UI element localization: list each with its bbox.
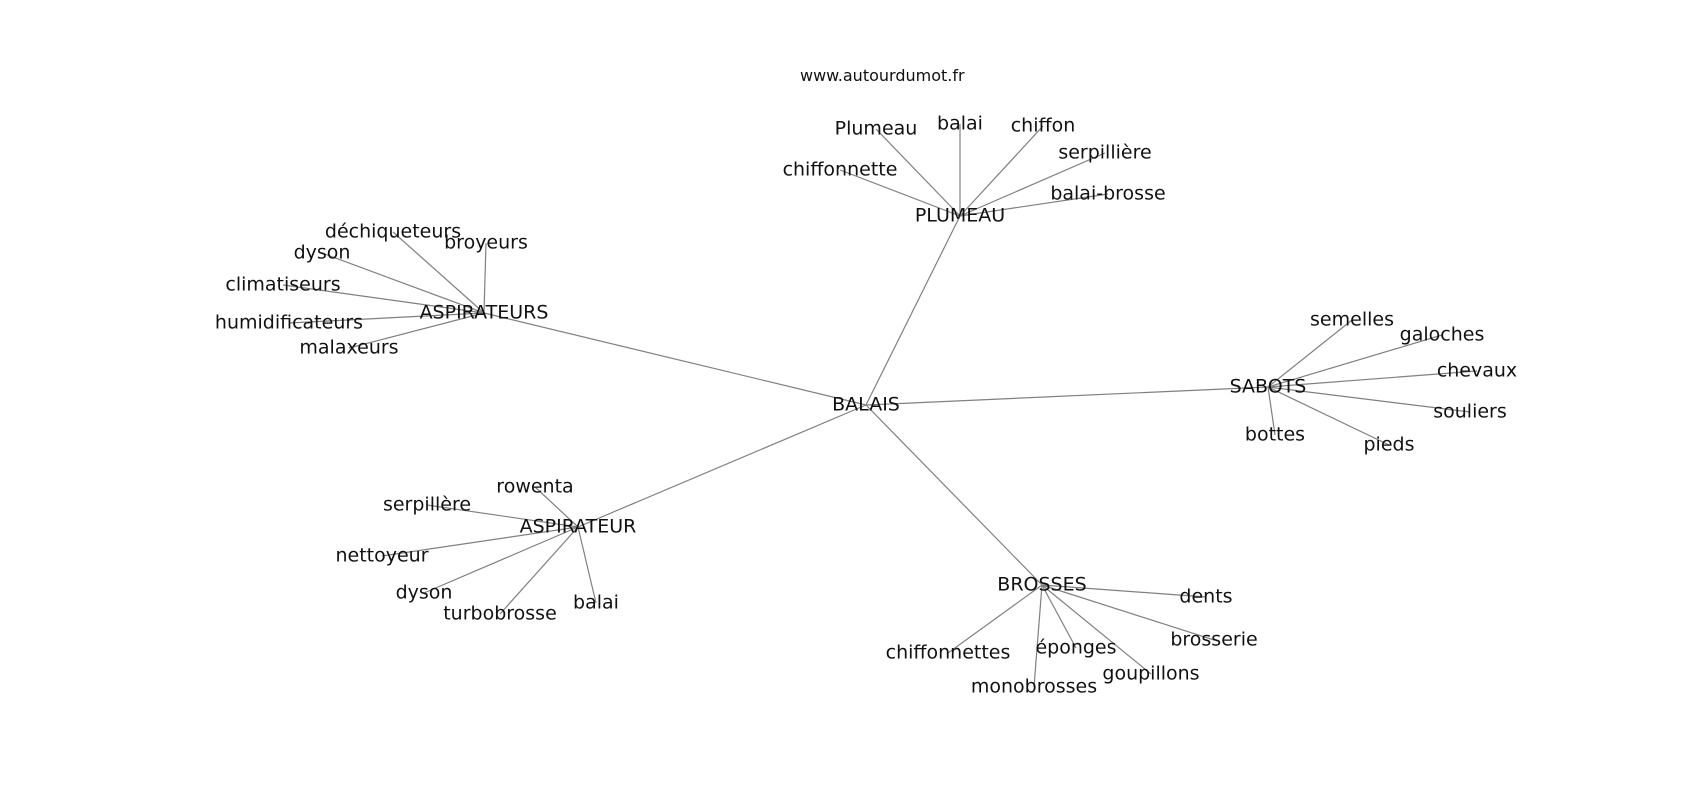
edge-hub-leaf (499, 526, 579, 615)
leaf-node-label: serpillière (1058, 142, 1151, 164)
edge-hub-leaf (423, 526, 579, 594)
edge-hub-leaf (959, 125, 1044, 217)
edge-hub-leaf (1041, 584, 1152, 675)
edge-hub-leaf (381, 526, 579, 557)
leaf-node-label: chiffonnette (783, 159, 898, 181)
edge-hub-leaf (1267, 334, 1443, 388)
leaf-node-label: galoches (1400, 324, 1485, 346)
edge-hub-leaf (534, 486, 579, 528)
edge-hub-leaf (959, 193, 1109, 217)
edge-hub-leaf (321, 252, 485, 314)
edge-hub-leaf (1041, 584, 1077, 649)
edge-root-hub (865, 215, 961, 406)
leaf-node-label: serpillère (383, 494, 471, 516)
edge-hub-leaf (839, 169, 961, 217)
leaf-node-label: semelles (1310, 309, 1394, 331)
edge-hub-leaf (1033, 584, 1043, 688)
edge-hub-leaf (483, 242, 487, 314)
hub-node-label: SABOTS (1230, 376, 1307, 398)
edge-hub-leaf (1041, 584, 1215, 641)
leaf-node-label: chevaux (1437, 360, 1517, 382)
leaf-node-label: turbobrosse (443, 603, 557, 625)
leaf-node-label: balai-brosse (1050, 183, 1165, 205)
leaf-node-label: déchiqueteurs (325, 221, 461, 243)
edge-hub-leaf (1041, 584, 1207, 598)
leaf-node-label: chiffonnettes (886, 642, 1011, 664)
edge-hub-leaf (947, 584, 1043, 654)
leaf-node-label: dyson (294, 242, 351, 264)
edge-hub-leaf (288, 312, 485, 324)
leaf-node-label: balai (573, 592, 619, 614)
edge-root-hub (865, 404, 1043, 586)
leaf-node-label: éponges (1035, 637, 1116, 659)
edge-hub-leaf (282, 284, 485, 314)
leaf-node-label: balai (937, 113, 983, 135)
edge-hub-leaf (392, 231, 485, 314)
edge-hub-leaf (1267, 370, 1478, 388)
leaf-node-label: broyeurs (444, 232, 528, 254)
edge-root-hub (483, 312, 867, 406)
leaf-node-label: rowenta (496, 476, 573, 498)
leaf-node-label: goupillons (1102, 663, 1199, 685)
leaf-node-label: souliers (1433, 401, 1507, 423)
edge-hub-leaf (426, 504, 579, 528)
leaf-node-label: dents (1179, 586, 1232, 608)
hub-node-label: PLUMEAU (915, 205, 1005, 227)
edge-hub-leaf (959, 152, 1106, 217)
graph-edges (282, 124, 1478, 688)
edge-hub-leaf (348, 312, 485, 349)
site-credit: www.autourdumot.fr (800, 66, 965, 85)
leaf-node-label: nettoyeur (335, 545, 428, 567)
leaf-node-label: Plumeau (835, 118, 918, 140)
graph-nodes: BALAIS PLUMEAU Plumeau balai chiffon serpilli… (215, 113, 1517, 698)
hub-node-label: ASPIRATEURS (420, 302, 549, 324)
root-node-label: BALAIS (832, 394, 900, 416)
leaf-node-label: humidificateurs (215, 312, 363, 334)
edge-hub-leaf (875, 128, 961, 217)
leaf-node-label: climatiseurs (225, 274, 340, 296)
edge-root-hub (577, 404, 867, 528)
edge-hub-leaf (1267, 319, 1353, 388)
edge-hub-leaf (1267, 386, 1390, 446)
hub-node-label: ASPIRATEUR (520, 516, 637, 538)
leaf-node-label: brosserie (1170, 629, 1257, 651)
hub-node-label: BROSSES (997, 574, 1086, 596)
leaf-node-label: dyson (396, 582, 453, 604)
leaf-node-label: bottes (1245, 424, 1305, 446)
leaf-node-label: pieds (1364, 434, 1415, 456)
edge-root-hub (865, 386, 1269, 406)
edge-hub-leaf (1267, 386, 1276, 436)
edge-hub-leaf (1267, 386, 1471, 413)
edge-hub-leaf (577, 526, 597, 604)
leaf-node-label: monobrosses (971, 676, 1097, 698)
leaf-node-label: malaxeurs (299, 337, 398, 359)
leaf-node-label: chiffon (1011, 115, 1076, 137)
